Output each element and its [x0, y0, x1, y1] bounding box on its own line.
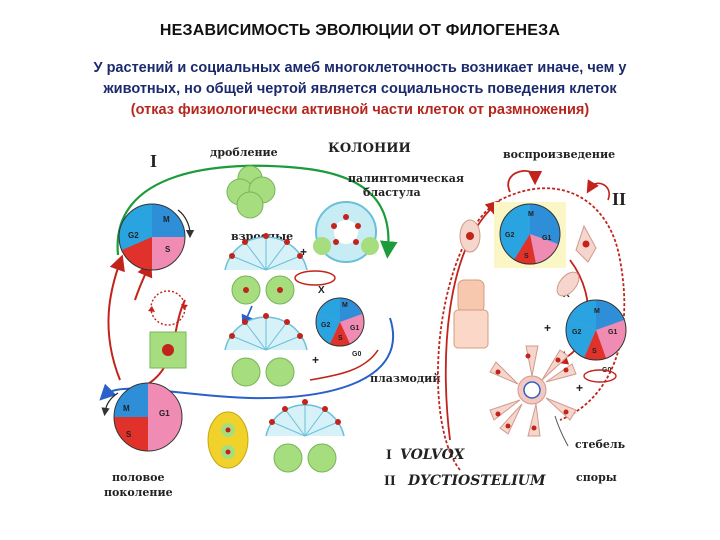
legend-two-num: II	[384, 473, 396, 489]
dicty-cell-cycle-pie-2	[565, 299, 627, 361]
subtitle: У растений и социальных амеб многоклеточ…	[18, 58, 702, 121]
phase-label-g2-4: G2	[505, 232, 514, 239]
dicty-outer-loop	[437, 187, 626, 471]
volvox-small-cycle-pie	[315, 297, 365, 347]
label-kolonii: КОЛОНИИ	[328, 141, 411, 156]
cleavage-cluster	[226, 165, 276, 219]
volvox-red-arrow-left	[107, 254, 125, 381]
phase-label-m-2: M	[123, 404, 130, 413]
label-spory: споры	[576, 471, 617, 484]
aggregation-star	[489, 345, 577, 437]
phase-label-g1-5: G1	[608, 329, 617, 336]
plus-sign-3: +	[544, 321, 551, 335]
roman-one: I	[150, 151, 157, 171]
fruiting-body	[453, 279, 489, 349]
subtitle-line-3: (отказ физиологически активной части кле…	[130, 102, 590, 118]
phase-label-s: S	[165, 245, 171, 254]
plus-sign-2: +	[312, 353, 319, 367]
label-drobleniye: дробление	[210, 146, 278, 159]
volvox-dotted-loop	[148, 290, 188, 326]
plus-sign-1: +	[300, 245, 307, 259]
legend-dyctiostelium: DYCTIOSTELIUM	[407, 473, 546, 489]
roman-two: II	[612, 189, 626, 209]
yellow-zygote	[207, 411, 249, 469]
plus-sign-4: +	[576, 381, 583, 395]
label-blastula: бластула	[363, 186, 421, 199]
page-title: НЕЗАВИСИМОСТЬ ЭВОЛЮЦИИ ОТ ФИЛОГЕНЕЗА	[159, 22, 561, 39]
phase-label-m-5: M	[594, 308, 600, 315]
phase-label-g0-3: G0	[352, 351, 361, 358]
phase-label-s-3: S	[338, 335, 343, 342]
amoeba-left	[459, 219, 481, 253]
phase-label-m-3: M	[342, 302, 348, 309]
label-vosproizvedenie: воспроизведение	[503, 148, 615, 161]
volvox-cycle-arrow	[116, 164, 398, 259]
phase-label-g1-2: G1	[159, 409, 170, 418]
palintomic-blastula	[313, 201, 379, 263]
phase-label-g1-3: G1	[350, 325, 359, 332]
phase-label-s-2: S	[126, 430, 132, 439]
dicty-loop-left	[444, 200, 501, 441]
phase-label-m: M	[163, 215, 170, 224]
volvox-cell-cycle-pie	[118, 203, 186, 271]
phase-label-g2: G2	[128, 231, 139, 240]
legend-one-num: I	[386, 447, 392, 463]
volvox-red-arrow-top	[134, 260, 153, 301]
adult-colony-1	[224, 233, 308, 305]
label-plazmodiy: плазмодий	[370, 372, 441, 385]
sexual-cycle-pie	[113, 382, 183, 452]
phase-label-g1-4: G1	[542, 235, 551, 242]
subtitle-line-2: животных, но общей чертой является социа…	[103, 81, 617, 97]
phase-label-g2-3: G2	[321, 322, 330, 329]
label-pokolenie: поколение	[104, 486, 173, 499]
legend-volvox: VOLVOX	[400, 447, 466, 463]
phase-label-g2-5: G2	[572, 329, 581, 336]
label-polovoe: половое	[112, 471, 164, 484]
dicty-cell-cycle-pie	[499, 203, 561, 265]
phase-label-s-5: S	[592, 348, 597, 355]
phase-label-s-4: S	[524, 253, 529, 260]
x-mark-1: X	[318, 285, 325, 296]
phase-label-m-4: M	[528, 211, 534, 218]
label-palintomicheskaya: палинтомическая	[348, 172, 464, 185]
subtitle-line-1: У растений и социальных амеб многоклеточ…	[93, 60, 627, 76]
adult-colony-3	[265, 399, 345, 473]
label-steble: стебель	[575, 438, 626, 451]
adult-colony-2	[224, 313, 308, 387]
amoeba-right	[575, 224, 597, 263]
